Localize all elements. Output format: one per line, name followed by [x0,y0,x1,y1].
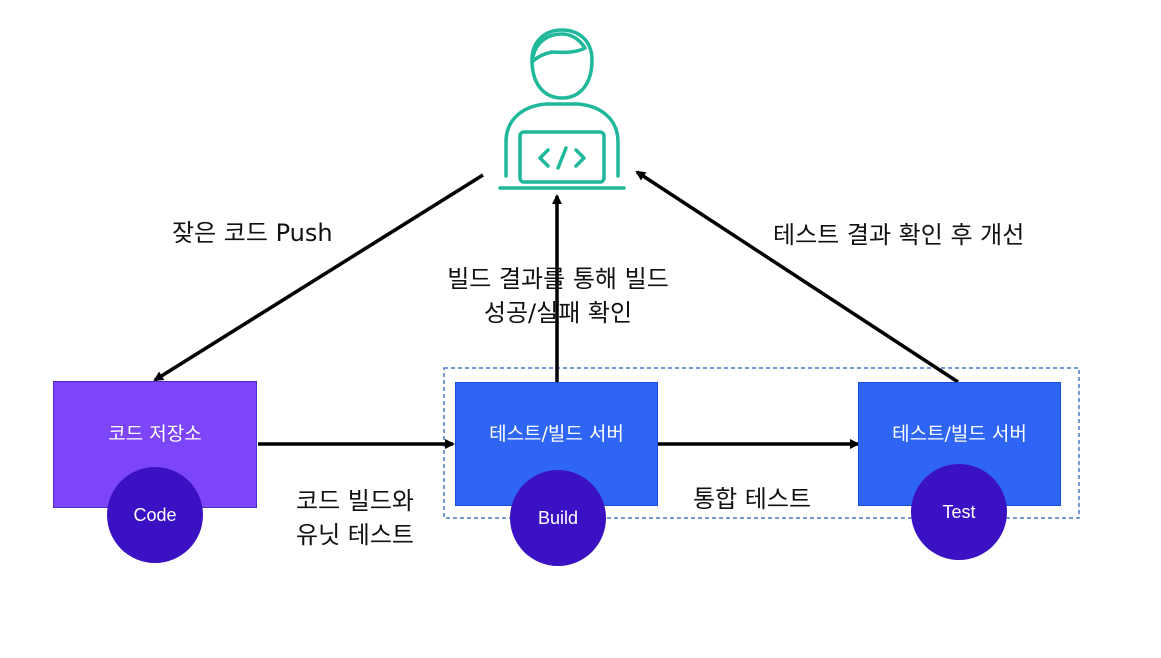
code-repository-label: 코드 저장소 [108,423,202,445]
push-arrow [153,173,484,382]
test-server-label: 테스트/빌드 서버 [892,422,1027,445]
code-repository-box: 코드 저장소 [53,381,257,508]
developer-laptop-code-icon [498,28,626,190]
code-badge: Code [107,467,203,563]
build-unit-test-label: 코드 빌드와 유닛 테스트 [270,484,440,552]
build-badge: Build [510,470,606,566]
improve-label: 테스트 결과 확인 후 개선 [773,221,1025,249]
build-check-label-line1: 빌드 결과를 통해 빌드 [447,265,669,293]
code-badge-label: Code [133,504,177,525]
test-badge-label: Test [942,501,976,522]
push-label: 잦은 코드 Push [172,219,333,247]
test-badge: Test [911,464,1007,560]
build-unit-test-label-line2: 유닛 테스트 [295,521,415,549]
build-unit-test-label-line1: 코드 빌드와 [295,487,415,515]
build-server-label: 테스트/빌드 서버 [489,422,624,445]
integration-test-label: 통합 테스트 [693,485,812,513]
build-badge-label: Build [537,507,579,528]
build-check-label-line2: 성공/실패 확인 [483,299,633,327]
improve-arrow [635,170,959,384]
build-check-label: 빌드 결과를 통해 빌드 성공/실패 확인 [408,262,708,330]
